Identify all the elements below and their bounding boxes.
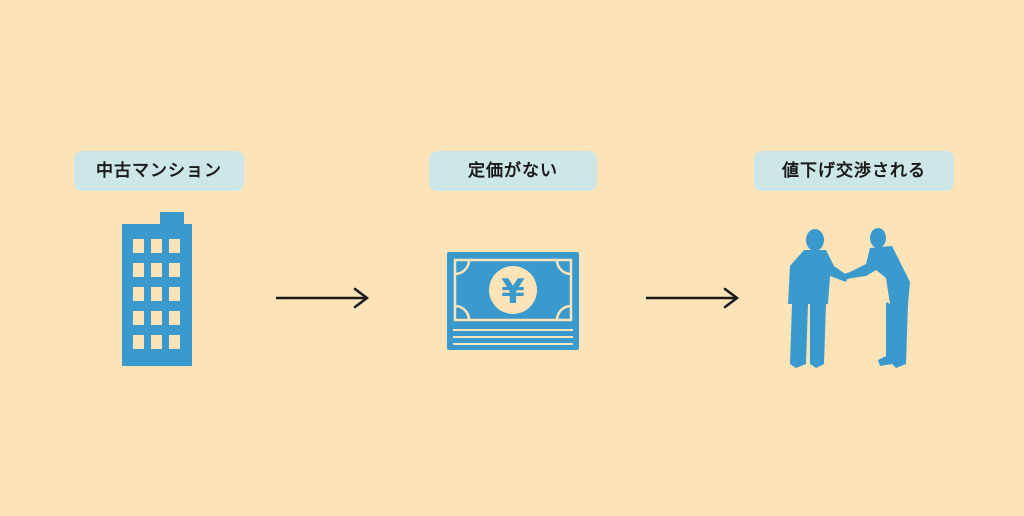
yen-banknote-icon: ¥ <box>447 252 579 350</box>
yen-symbol: ¥ <box>501 272 525 312</box>
arrow-right-icon <box>276 287 370 309</box>
step-label-used-apartment: 中古マンション <box>74 151 244 191</box>
building-icon <box>122 212 192 366</box>
arrow-right-icon <box>646 287 740 309</box>
step-label-price-negotiated: 値下げ交渉される <box>754 151 954 191</box>
step-label-no-fixed-price: 定価がない <box>429 151 597 191</box>
negotiation-people-icon <box>788 228 910 368</box>
